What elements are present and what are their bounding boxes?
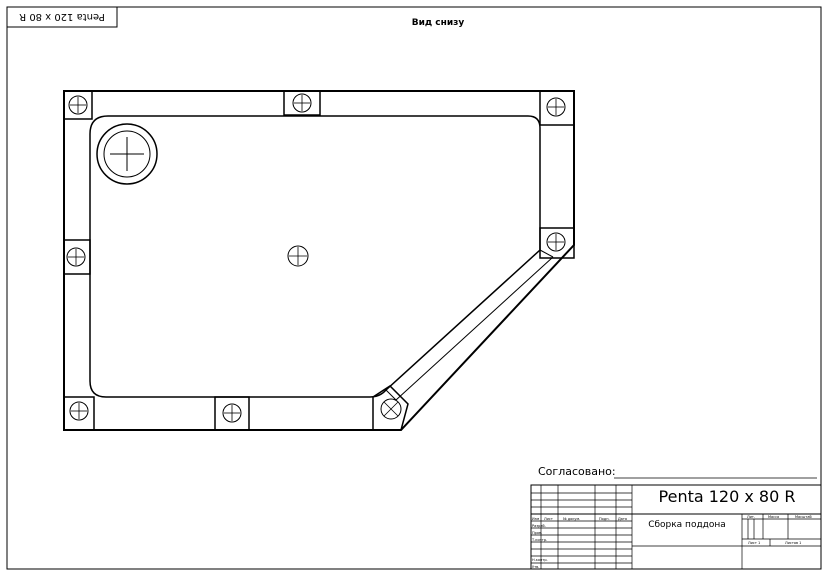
title-block bbox=[530, 484, 822, 570]
block-top-center bbox=[283, 90, 321, 116]
drain-hole bbox=[96, 123, 158, 185]
corner-stamp: Penta 120 x 80 R bbox=[6, 6, 118, 28]
role-approved: Утв. bbox=[532, 565, 539, 569]
block-bottom-left bbox=[63, 396, 95, 431]
role-tech-control: Т.контр. bbox=[531, 538, 547, 542]
block-mid-right bbox=[539, 227, 575, 259]
pallet-drawing bbox=[63, 90, 575, 431]
product-name: Penta 120 x 80 R bbox=[659, 487, 796, 506]
document-title: Сборка поддона bbox=[648, 520, 726, 530]
role-developed: Разраб. bbox=[532, 524, 546, 528]
col-signature: Подп. bbox=[599, 517, 610, 521]
mass-label: Масса bbox=[768, 515, 779, 519]
col-date: Дата bbox=[618, 517, 627, 521]
view-title: Вид снизу bbox=[412, 18, 465, 28]
scale-label: Масштаб bbox=[795, 515, 812, 519]
sheets-label: Листов 1 bbox=[785, 541, 801, 545]
approval-label: Согласовано: bbox=[538, 465, 616, 478]
col-change: Изм bbox=[532, 517, 539, 521]
pallet-outer-outline bbox=[63, 90, 575, 431]
block-mid-left bbox=[63, 239, 91, 275]
block-center bbox=[287, 245, 309, 267]
sheet-frame bbox=[6, 6, 822, 570]
role-checked: Пров. bbox=[532, 531, 542, 535]
role-norm-control: Н.контр. bbox=[532, 558, 548, 562]
sheet-label: Лист 1 bbox=[748, 541, 760, 545]
corner-stamp-text: Penta 120 x 80 R bbox=[19, 11, 105, 22]
block-bottom-right bbox=[372, 385, 409, 431]
block-bottom-center bbox=[214, 396, 250, 431]
diagonal-board-edge bbox=[385, 389, 397, 401]
col-doc-no: № докум. bbox=[563, 517, 580, 521]
block-top-right bbox=[539, 90, 575, 126]
pallet-inner-outline bbox=[89, 115, 541, 398]
col-sheet: Лист bbox=[544, 517, 553, 521]
block-top-left bbox=[63, 90, 93, 120]
diagonal-board-edge bbox=[539, 249, 554, 258]
diagonal-board-edge bbox=[395, 256, 554, 401]
lit-label: Лит. bbox=[747, 515, 755, 519]
